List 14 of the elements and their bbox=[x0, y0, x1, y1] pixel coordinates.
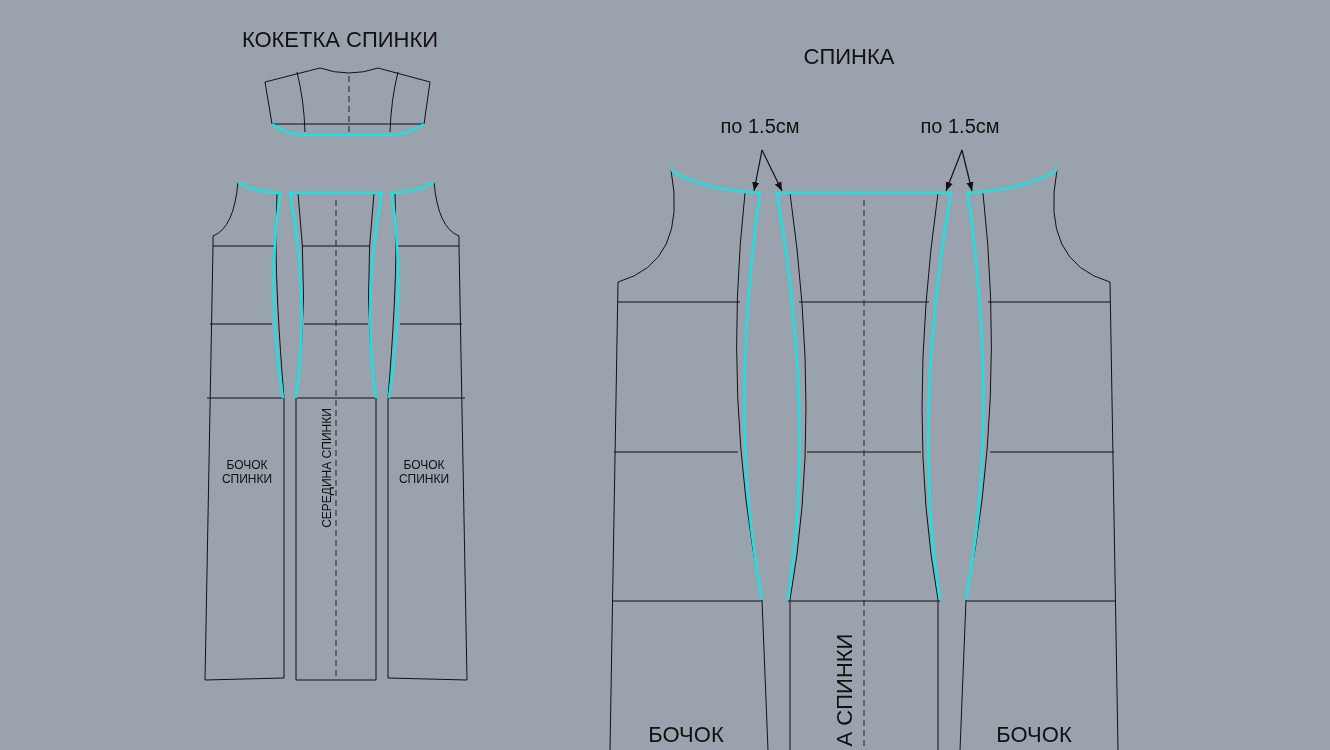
piece-label: А СПИНКИ bbox=[831, 633, 858, 747]
leader-line bbox=[761, 149, 783, 192]
piece-label: СЕРЕДИНА СПИНКИ bbox=[319, 408, 335, 528]
piece-label: БОЧОК СПИНКИ bbox=[220, 457, 274, 487]
piece-label: БОЧОК bbox=[648, 721, 724, 749]
measurement-note: по 1.5см bbox=[920, 114, 1000, 138]
leader-line bbox=[961, 149, 974, 192]
piece-title: КОКЕТКА СПИНКИ bbox=[241, 26, 439, 54]
measurement-note: по 1.5см bbox=[720, 114, 800, 138]
piece-label: БОЧОК bbox=[996, 721, 1072, 749]
leader-line bbox=[945, 149, 963, 192]
leader-line bbox=[752, 149, 763, 192]
piece-title: СПИНКА bbox=[803, 43, 895, 71]
piece-label: БОЧОК СПИНКИ bbox=[397, 457, 451, 487]
